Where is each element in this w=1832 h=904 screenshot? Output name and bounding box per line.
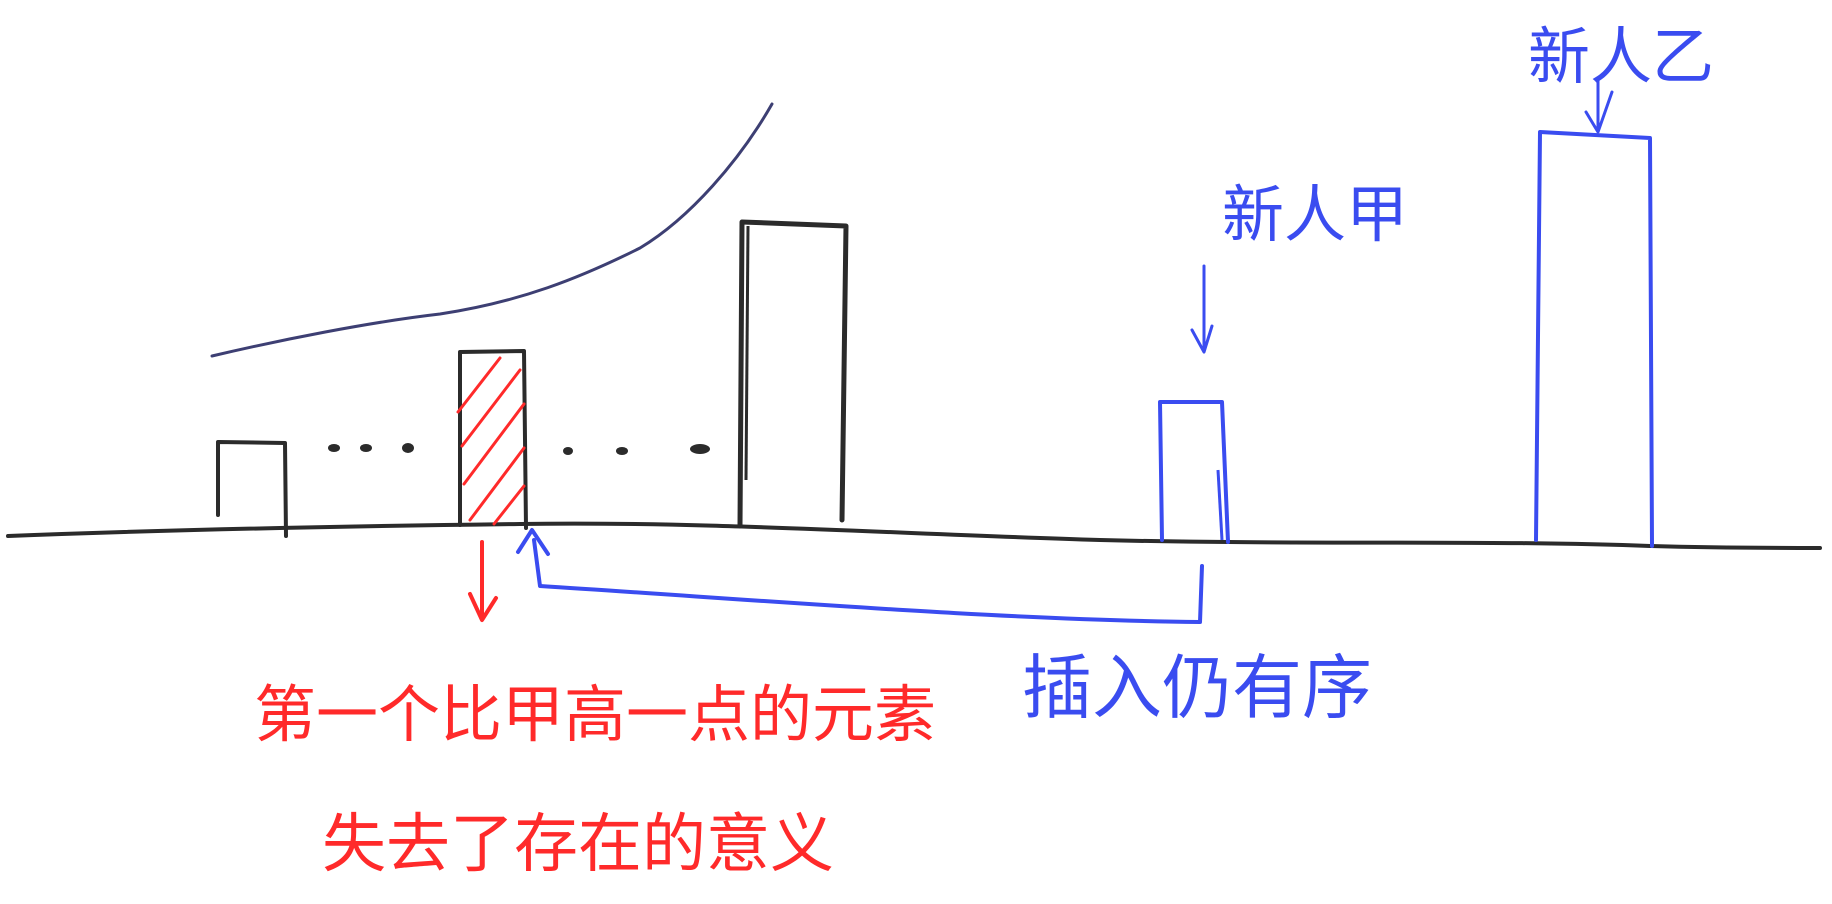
bar-small-left (216, 440, 288, 538)
bar-hatched-removed (456, 349, 528, 530)
label-red-note-line2: 失去了存在的意义 (322, 808, 834, 882)
arrow-down-to-person-b (1584, 76, 1614, 134)
bar-new-person-a (1158, 400, 1230, 544)
red-arrow-down (468, 540, 498, 622)
insert-connector (516, 528, 1204, 624)
label-new-person-b: 新人乙 (1528, 20, 1714, 93)
arrow-down-to-person-a (1190, 264, 1214, 354)
baseline (6, 521, 1822, 550)
ellipsis-dots-right (563, 444, 710, 455)
bar-new-person-b (1534, 130, 1654, 548)
ellipsis-dots-left (328, 443, 414, 453)
envelope-curve (210, 102, 774, 358)
label-new-person-a: 新人甲 (1222, 178, 1408, 251)
bar-tall-black (737, 219, 849, 529)
label-red-note-line1: 第一个比甲高一点的元素 (254, 678, 936, 751)
label-insert-note: 插入仍有序 (1022, 647, 1372, 729)
